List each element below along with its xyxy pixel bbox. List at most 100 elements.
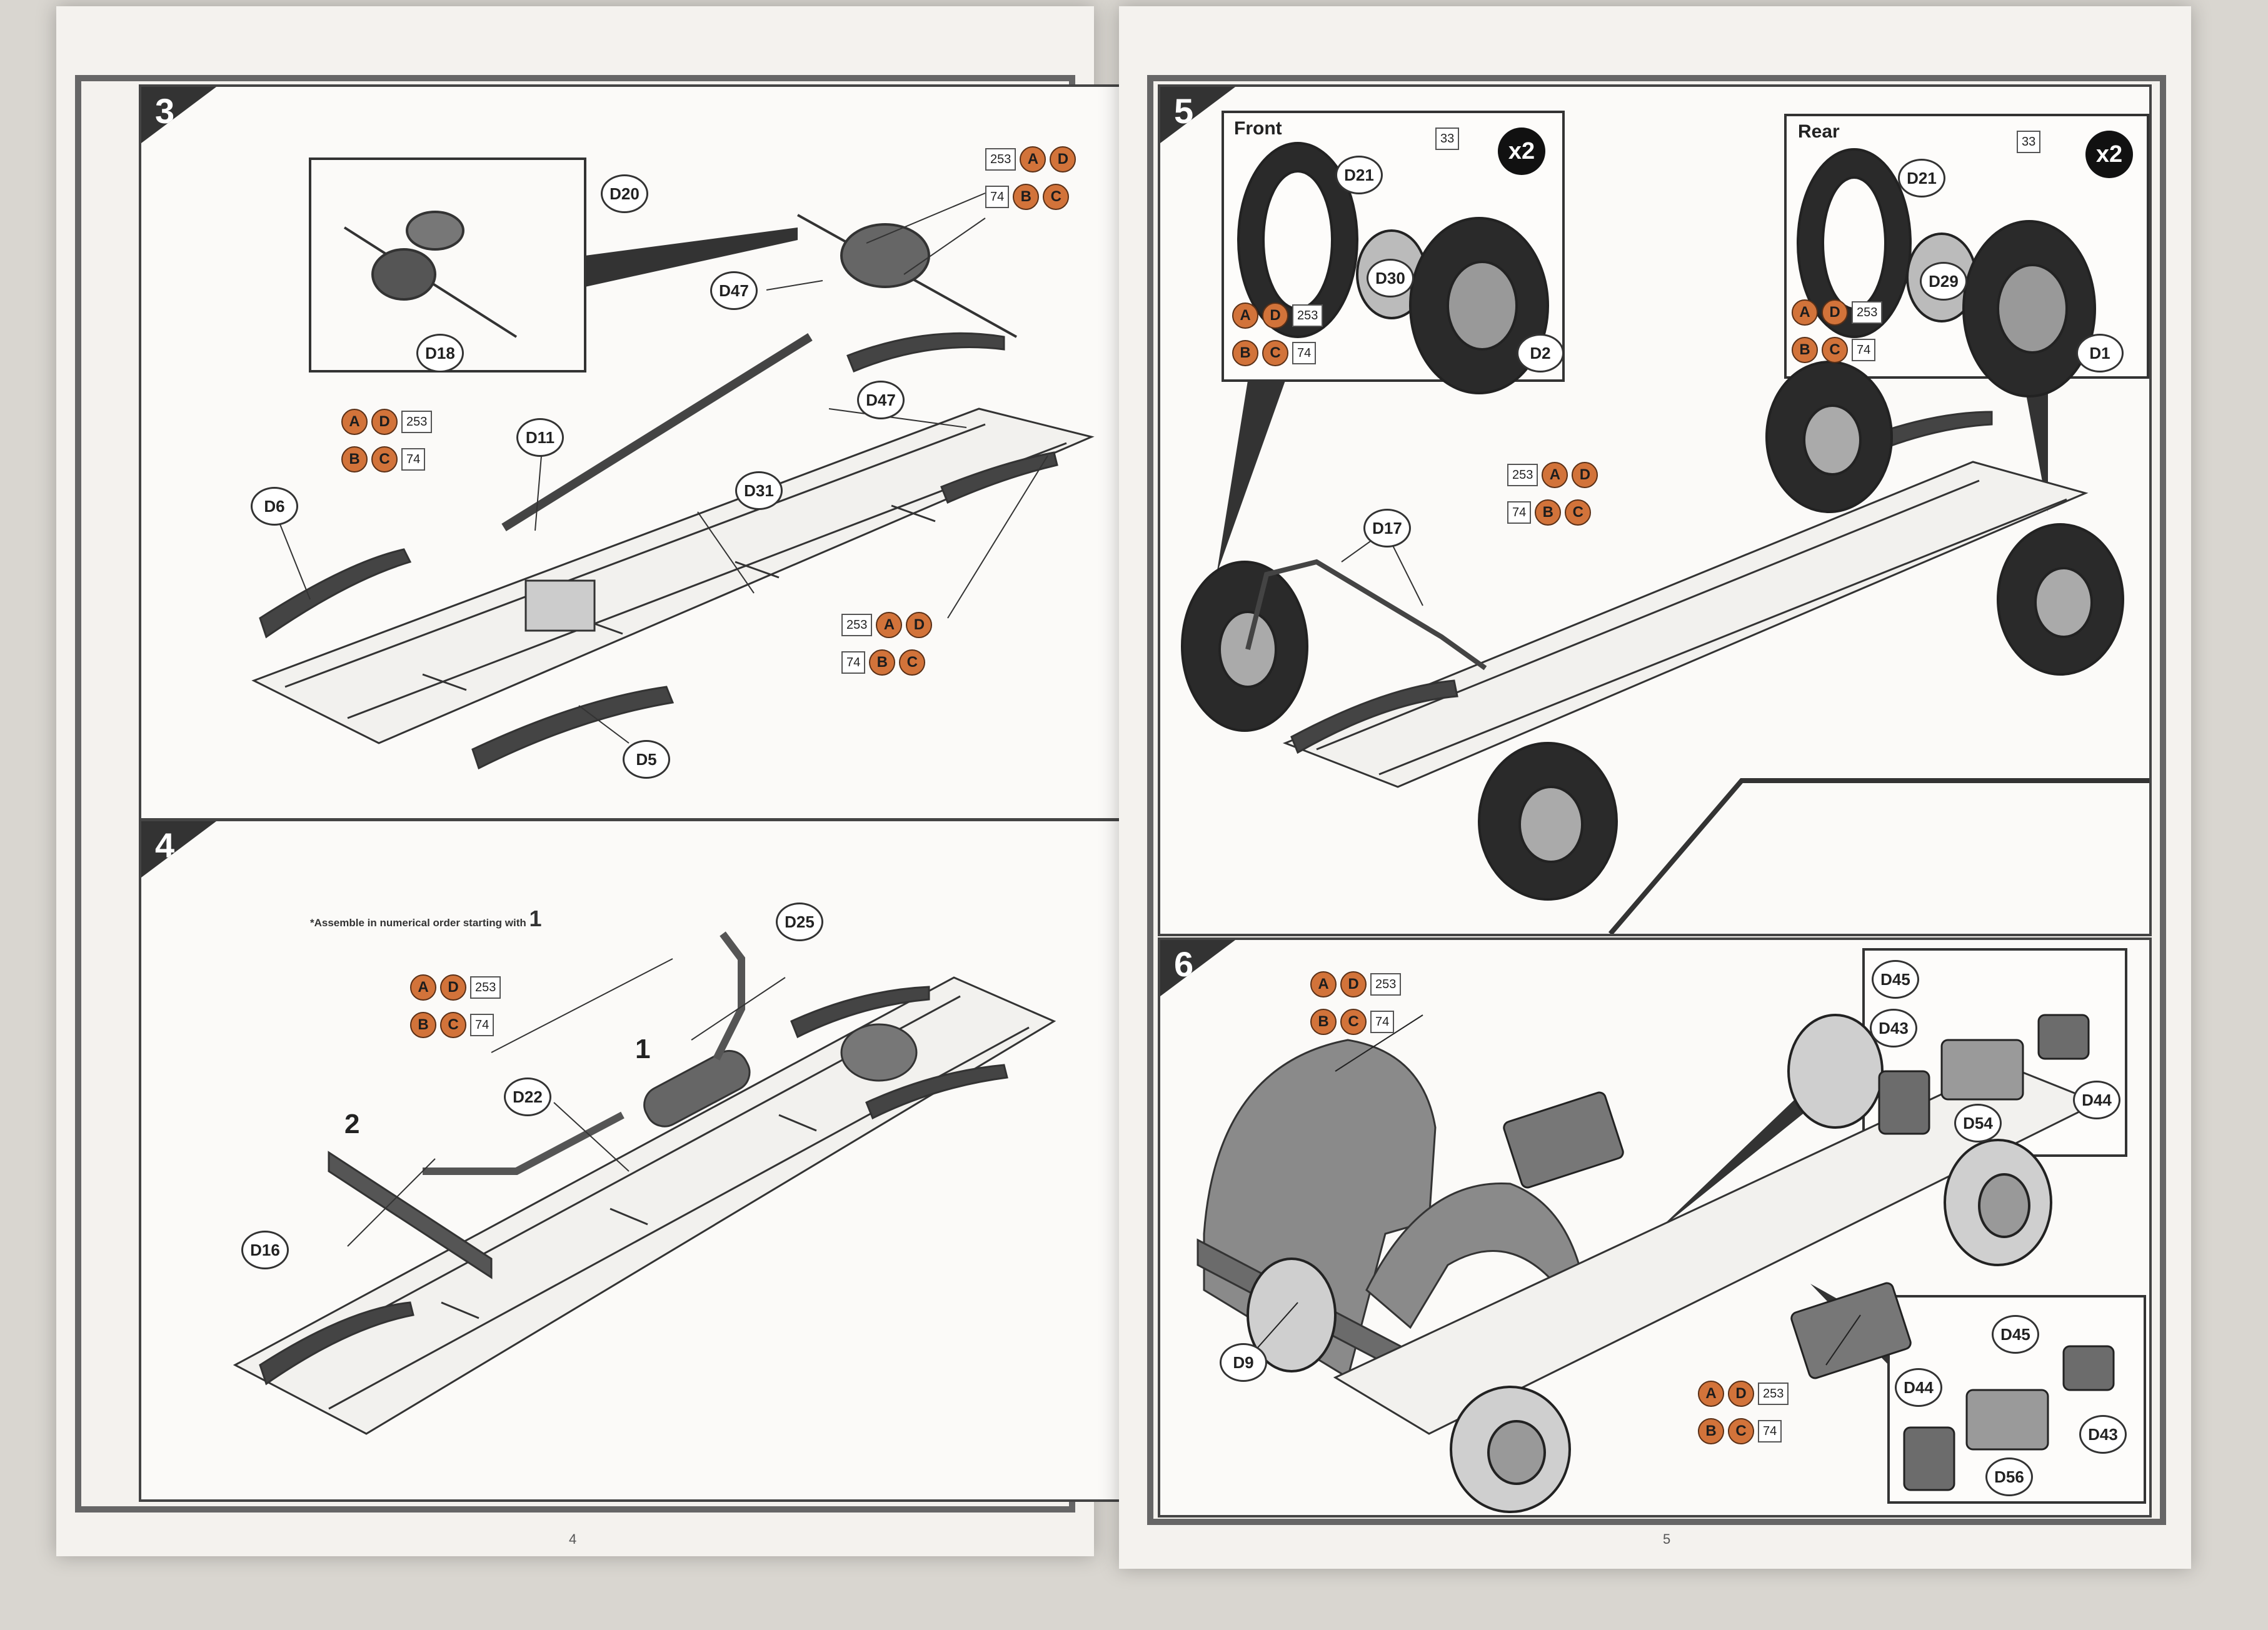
paint-letter-d: D <box>440 974 466 1001</box>
callout-d47-second: D47 <box>857 381 905 419</box>
paint-row-74: 74 B C <box>841 649 926 676</box>
paint-letter-a: A <box>1020 146 1046 172</box>
paint-row-253: A D 253 <box>410 974 501 1001</box>
paint-letter-c: C <box>1822 337 1848 363</box>
paint-letter-a: A <box>1232 302 1258 329</box>
paint-letter-d: D <box>1728 1381 1754 1407</box>
paint-code-253: 253 <box>1852 301 1883 324</box>
paint-letter-b: B <box>869 649 896 676</box>
paint-row-253: 253 A D <box>985 146 1076 172</box>
paint-letter-d: D <box>1262 302 1288 329</box>
callout-d18: D18 <box>416 334 464 372</box>
rear-code-33: 33 <box>2017 131 2041 153</box>
paint-letter-d: D <box>1572 462 1598 488</box>
callout-rear-d21: D21 <box>1898 159 1945 198</box>
paint-code-74: 74 <box>470 1014 494 1036</box>
paint-code-253: 253 <box>1370 973 1402 996</box>
paint-letter-c: C <box>440 1012 466 1038</box>
paint-row-253: A D 253 <box>1232 302 1323 329</box>
paint-row-74: 74 B C <box>985 184 1070 210</box>
callout-d22: D22 <box>504 1078 551 1116</box>
callout-d17: D17 <box>1363 509 1411 548</box>
callout-rear-d1: D1 <box>2076 334 2124 372</box>
step-6-drawing <box>1197 948 2146 1513</box>
callout-d47: D47 <box>710 271 758 310</box>
paint-row-253: A D 253 <box>341 409 433 435</box>
step-3-drawing <box>251 158 1095 770</box>
callout-front-d30: D30 <box>1367 259 1414 298</box>
step-6-panel: 6 <box>1158 938 2152 1518</box>
assembly-note-number: 1 <box>529 906 542 931</box>
step-4-panel: 4 *Assemble in numerical order starting … <box>139 819 1122 1502</box>
paint-row-253: A D 253 <box>1698 1381 1789 1407</box>
paint-letter-b: B <box>1310 1009 1337 1035</box>
callout-front-d2: D2 <box>1517 334 1564 372</box>
callout-rear-d29: D29 <box>1920 262 1967 301</box>
front-inset-label: Front <box>1234 118 1282 139</box>
page-number-right: 5 <box>1663 1531 1671 1547</box>
paint-row-74: 74 B C <box>1507 499 1592 526</box>
paint-letter-b: B <box>410 1012 436 1038</box>
right-page: 5 <box>1119 6 2191 1569</box>
front-multiplier-badge: x2 <box>1498 128 1545 175</box>
paint-letter-a: A <box>1310 971 1337 998</box>
paint-row-253: 253 A D <box>1507 462 1598 488</box>
paint-letter-c: C <box>1043 184 1070 210</box>
paint-code-74: 74 <box>1507 501 1532 524</box>
paint-letter-a: A <box>410 974 436 1001</box>
front-code-33: 33 <box>1435 128 1460 150</box>
paint-letter-b: B <box>1013 184 1040 210</box>
order-label-2: 2 <box>344 1109 360 1139</box>
paint-letter-a: A <box>1792 299 1818 326</box>
callout-bottom-d56: D56 <box>1985 1458 2033 1496</box>
paint-letter-d: D <box>1822 299 1848 326</box>
callout-d16: D16 <box>241 1231 289 1269</box>
callout-d20: D20 <box>601 174 648 213</box>
step-4-drawing <box>233 931 1056 1435</box>
right-page-frame <box>1147 75 2166 1525</box>
paint-code-253: 253 <box>841 614 873 636</box>
callout-bottom-d43: D43 <box>2079 1415 2127 1454</box>
paint-letter-a: A <box>1542 462 1568 488</box>
callout-top-d44: D44 <box>2073 1081 2120 1119</box>
paint-letter-a: A <box>876 612 903 638</box>
step-5-drawing <box>1181 111 2149 934</box>
callout-d5: D5 <box>623 740 670 779</box>
paint-letter-d: D <box>1050 146 1076 172</box>
step-3-panel: 3 <box>139 84 1122 821</box>
paint-code-74: 74 <box>985 186 1010 208</box>
callout-d31: D31 <box>735 471 783 510</box>
paint-row-253: A D 253 <box>1310 971 1402 998</box>
callout-bottom-d45: D45 <box>1992 1315 2039 1354</box>
paint-letter-b: B <box>1792 337 1818 363</box>
paint-letter-d: D <box>1340 971 1367 998</box>
paint-row-74: B C 74 <box>341 446 426 472</box>
paint-code-74: 74 <box>1292 342 1317 364</box>
paint-letter-c: C <box>371 446 398 472</box>
paint-letter-b: B <box>1698 1418 1724 1444</box>
paint-row-74: B C 74 <box>1698 1418 1782 1444</box>
callout-top-d54: D54 <box>1954 1104 2002 1142</box>
paint-letter-c: C <box>1565 499 1592 526</box>
paint-code-74: 74 <box>1370 1011 1395 1033</box>
page-number-left: 4 <box>569 1531 577 1547</box>
paint-code-74: 74 <box>1758 1420 1782 1442</box>
paint-letter-d: D <box>906 612 933 638</box>
paint-row-74: B C 74 <box>1792 337 1876 363</box>
paint-code-74: 74 <box>841 651 866 674</box>
paint-code-253: 253 <box>985 148 1016 171</box>
paint-code-74: 74 <box>1852 339 1876 361</box>
paint-code-253: 253 <box>1507 464 1538 486</box>
callout-d9: D9 <box>1220 1343 1267 1382</box>
callout-d25: D25 <box>776 902 823 941</box>
paint-letter-b: B <box>341 446 368 472</box>
paint-letter-c: C <box>1728 1418 1754 1444</box>
paint-letter-a: A <box>341 409 368 435</box>
callout-top-d45: D45 <box>1872 960 1919 999</box>
paint-letter-b: B <box>1232 340 1258 366</box>
callout-top-d43: D43 <box>1870 1009 1917 1048</box>
left-page: 3 <box>56 6 1122 1556</box>
paint-letter-c: C <box>1262 340 1288 366</box>
paint-row-253: 253 A D <box>841 612 933 638</box>
assembly-note-text: *Assemble in numerical order starting wi… <box>310 917 526 929</box>
